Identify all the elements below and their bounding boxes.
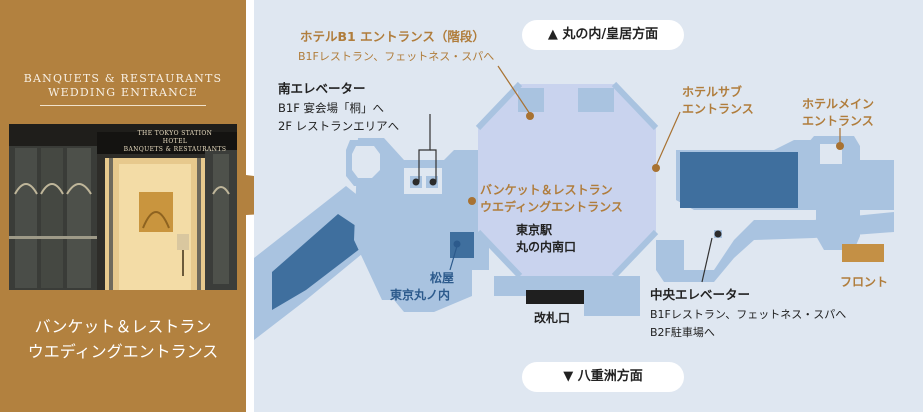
front-desk-label: フロント	[840, 275, 889, 289]
west-wing-block	[272, 214, 374, 310]
station-west-body	[354, 138, 489, 312]
south-direction-pill: ▼ 八重洲方面	[522, 362, 684, 392]
map-base	[254, 0, 923, 412]
b1-entrance-marker	[526, 112, 534, 120]
photo-sign-line1: THE TOKYO STATION	[137, 130, 213, 137]
central-elevator-dot	[714, 230, 722, 238]
sub-entrance-marker	[652, 164, 660, 172]
south-elevator-line1: B1F 宴会場「桐」へ	[278, 101, 384, 115]
entrance-photo-illustration	[9, 124, 237, 290]
south-elevator-title: 南エレベーター	[278, 81, 366, 96]
south-elevator-line2: 2F レストランエリアへ	[278, 119, 400, 133]
banquet-entrance-line1: バンケット＆レストラン	[480, 183, 613, 197]
east-block	[680, 152, 798, 208]
south-elevator-dot-1	[412, 178, 420, 186]
south-elevator-dot-2	[429, 178, 437, 186]
main-entrance-line1: ホテルメイン	[802, 97, 875, 111]
hotel-main-tower	[802, 136, 860, 250]
entrance-photo: THE TOKYO STATION HOTEL BANQUETS & RESTA…	[9, 124, 237, 290]
main-entrance-marker	[836, 142, 844, 150]
ticket-gate-label: 改札口	[534, 311, 571, 325]
front-desk-block	[842, 244, 884, 262]
north-direction-pill: ▲ 丸の内/皇居方面	[522, 20, 684, 50]
matsuya-marker	[453, 240, 461, 248]
station-hall	[478, 84, 656, 276]
central-elevator-line1: B1Fレストラン、フェットネス・スパへ	[650, 308, 847, 321]
station-line1: 東京駅	[516, 223, 553, 237]
b1-entrance-title: ホテルB1 エントランス（階段）	[300, 29, 485, 44]
floor-map: ▲ 丸の内/皇居方面 ▼ 八重洲方面 ホテルB1 エントランス（階段） B1Fレ…	[254, 0, 923, 412]
banquet-entrance-line2: ウエディングエントランス	[480, 200, 623, 214]
central-elevator-title: 中央エレベーター	[650, 287, 751, 302]
sub-entrance-line1: ホテルサブ	[682, 85, 743, 99]
panel-title-line2: WEDDING ENTRANCE	[48, 86, 198, 99]
banquet-entrance-marker	[468, 197, 476, 205]
photo-signage: THE TOKYO STATION HOTEL BANQUETS & RESTA…	[113, 130, 237, 154]
main-entrance-line2: エントランス	[802, 114, 874, 128]
panel-caption-line1: バンケット＆レストラン	[34, 317, 212, 336]
sub-entrance-line2: エントランス	[682, 102, 754, 116]
photo-sign-line3: BANQUETS & RESTAURANTS	[123, 146, 227, 153]
photo-sign-line2: HOTEL	[162, 138, 188, 145]
matsuya-line2: 東京丸ノ内	[390, 288, 451, 302]
panel-caption-line2: ウエディングエントランス	[27, 342, 219, 361]
entrance-info-panel: BANQUETS & RESTAURANTS WEDDING ENTRANCE	[0, 0, 246, 412]
panel-divider	[40, 105, 206, 106]
central-elevator-line2: B2F駐車場へ	[650, 326, 715, 339]
b1-entrance-sub: B1Fレストラン、フェットネス・スパへ	[298, 50, 495, 63]
station-line2: 丸の内南口	[516, 240, 577, 254]
matsuya-line1: 松屋	[430, 271, 455, 285]
matsuya-block	[450, 232, 474, 258]
ticket-gate-bar	[526, 290, 584, 304]
panel-title-line1: BANQUETS & RESTAURANTS	[23, 72, 223, 85]
east-lower-building	[656, 160, 894, 282]
